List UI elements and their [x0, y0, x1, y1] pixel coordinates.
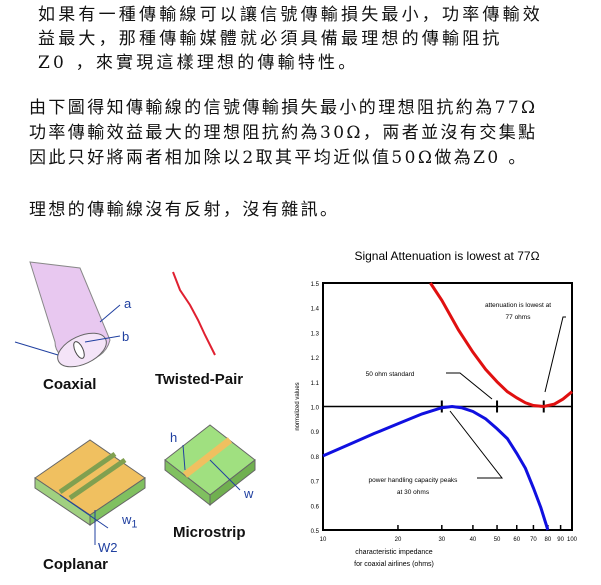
x-tick-label: 80 [545, 537, 552, 543]
arrow [449, 410, 504, 479]
label-microstrip: Microstrip [173, 524, 246, 541]
y-tick-label: 1.5 [311, 282, 320, 288]
x-tick-label: 90 [557, 537, 564, 543]
annotation: power handling capacity peaks [369, 477, 459, 484]
arrow [544, 316, 566, 393]
y-tick-label: 1.2 [311, 356, 320, 362]
label-b: b [122, 329, 130, 344]
annotation: 50 ohm standard [366, 371, 415, 378]
paragraph2-line3: 因此只好將兩者相加除以2取其平均近似值50Ω做為Z0 。 [29, 148, 528, 168]
annotation: attenuation is lowest at [485, 302, 551, 309]
label-twisted-pair: Twisted-Pair [155, 371, 244, 388]
y-tick-label: 1.1 [311, 381, 320, 387]
twisted-pair-diagram [172, 271, 216, 356]
x-tick-label: 100 [567, 537, 578, 543]
label-h: h [170, 430, 178, 445]
x-tick-label: 60 [513, 537, 520, 543]
arrow [446, 372, 493, 400]
paragraph1-line3: Z0 ，來實現這樣理想的傳輸特性。 [38, 53, 359, 73]
paragraph2-line1: 由下圖得知傳輸線的信號傳輸損失最小的理想阻抗約為77Ω [29, 98, 538, 118]
series-line-power-handling [322, 404, 550, 531]
x-axis-label: characteristic impedance [355, 549, 433, 556]
annotation: at 30 ohms [397, 489, 430, 496]
paragraph1-line2: 益最大，那種傳輸媒體就必須具備最理想的傳輸阻抗 [38, 29, 503, 49]
w1-sub: 1 [131, 518, 138, 531]
x-tick-label: 70 [530, 537, 537, 543]
chart-title: Signal Attenuation is lowest at 77Ω [354, 249, 539, 263]
y-tick-label: 1.4 [311, 307, 320, 313]
coaxial-diagram [14, 261, 121, 368]
x-tick-label: 40 [470, 537, 477, 543]
label-a: a [124, 296, 132, 311]
x-tick-label: 30 [438, 537, 445, 543]
y-tick-label: 0.7 [311, 480, 320, 486]
series-line-attenuation [429, 282, 573, 409]
coplanar-diagram [34, 439, 146, 545]
x-tick-label: 20 [395, 537, 402, 543]
label-w: w [244, 486, 254, 501]
label-w1: w1 [122, 512, 137, 531]
label-w2: W2 [98, 540, 118, 555]
y-tick-label: 1.3 [311, 331, 320, 337]
paragraph1-line1: 如果有一種傳輸線可以讓信號傳輸損失最小，功率傳輸效 [38, 5, 543, 25]
y-tick-label: 0.5 [311, 529, 320, 535]
y-tick-label: 0.8 [311, 455, 320, 461]
annotation: 77 ohms [506, 314, 532, 321]
label-coplanar: Coplanar [43, 556, 109, 573]
paragraph3: 理想的傳輸線沒有反射，沒有雜訊。 [29, 200, 340, 220]
x-tick-label: 10 [320, 537, 327, 543]
x-tick-label: 50 [494, 537, 501, 543]
x-axis-label: for coaxial airlines (ohms) [354, 561, 434, 568]
y-tick-label: 1.0 [311, 406, 320, 412]
w1-text: w [122, 512, 132, 527]
label-coaxial: Coaxial [43, 376, 97, 393]
paragraph2-line2: 功率傳輸效益最大的理想阻抗約為30Ω，兩者並沒有交集點 [29, 123, 538, 143]
y-tick-label: 0.6 [311, 504, 320, 510]
y-tick-label: 0.9 [311, 430, 320, 436]
y-axis-label: normalized values [295, 382, 301, 430]
microstrip-diagram [164, 424, 256, 507]
